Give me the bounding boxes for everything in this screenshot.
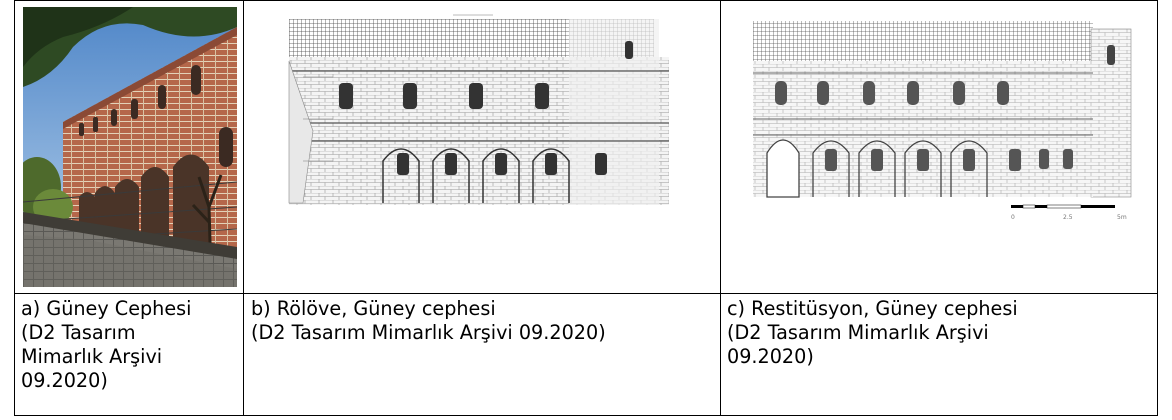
scale-bar: 0 2.5 5m bbox=[1011, 204, 1127, 221]
column-divider bbox=[243, 1, 244, 415]
caption-line: Mimarlık Arşivi bbox=[21, 345, 163, 368]
column-divider bbox=[720, 1, 721, 415]
restitution-drawing-icon: 0 2.5 5m bbox=[745, 15, 1141, 225]
caption-c: c) Restitüsyon, Güney cephesi (D2 Tasarı… bbox=[727, 297, 1155, 415]
caption-line: a) Güney Cephesi bbox=[21, 297, 192, 320]
caption-line: (D2 Tasarım Mimarlık Arşivi 09.2020) bbox=[251, 321, 606, 344]
scale-label-mid: 2.5 bbox=[1063, 214, 1073, 221]
scale-label-start: 0 bbox=[1011, 214, 1015, 221]
scale-label-end: 5m bbox=[1117, 214, 1127, 221]
row-divider bbox=[15, 293, 1157, 294]
figure-table: 0 2.5 5m a) Güney Cephesi (D2 Tasarım Mi… bbox=[14, 0, 1158, 416]
caption-line: 09.2020) bbox=[21, 369, 108, 392]
caption-line: (D2 Tasarım bbox=[21, 321, 136, 344]
caption-a: a) Güney Cephesi (D2 Tasarım Mimarlık Ar… bbox=[21, 297, 239, 415]
survey-drawing-icon bbox=[273, 11, 687, 217]
caption-line: c) Restitüsyon, Güney cephesi bbox=[727, 297, 1018, 320]
caption-b: b) Rölöve, Güney cephesi (D2 Tasarım Mim… bbox=[251, 297, 717, 415]
building-photo-icon bbox=[23, 7, 237, 287]
caption-line: b) Rölöve, Güney cephesi bbox=[251, 297, 496, 320]
caption-line: 09.2020) bbox=[727, 345, 814, 368]
caption-line: (D2 Tasarım Mimarlık Arşivi bbox=[727, 321, 989, 344]
